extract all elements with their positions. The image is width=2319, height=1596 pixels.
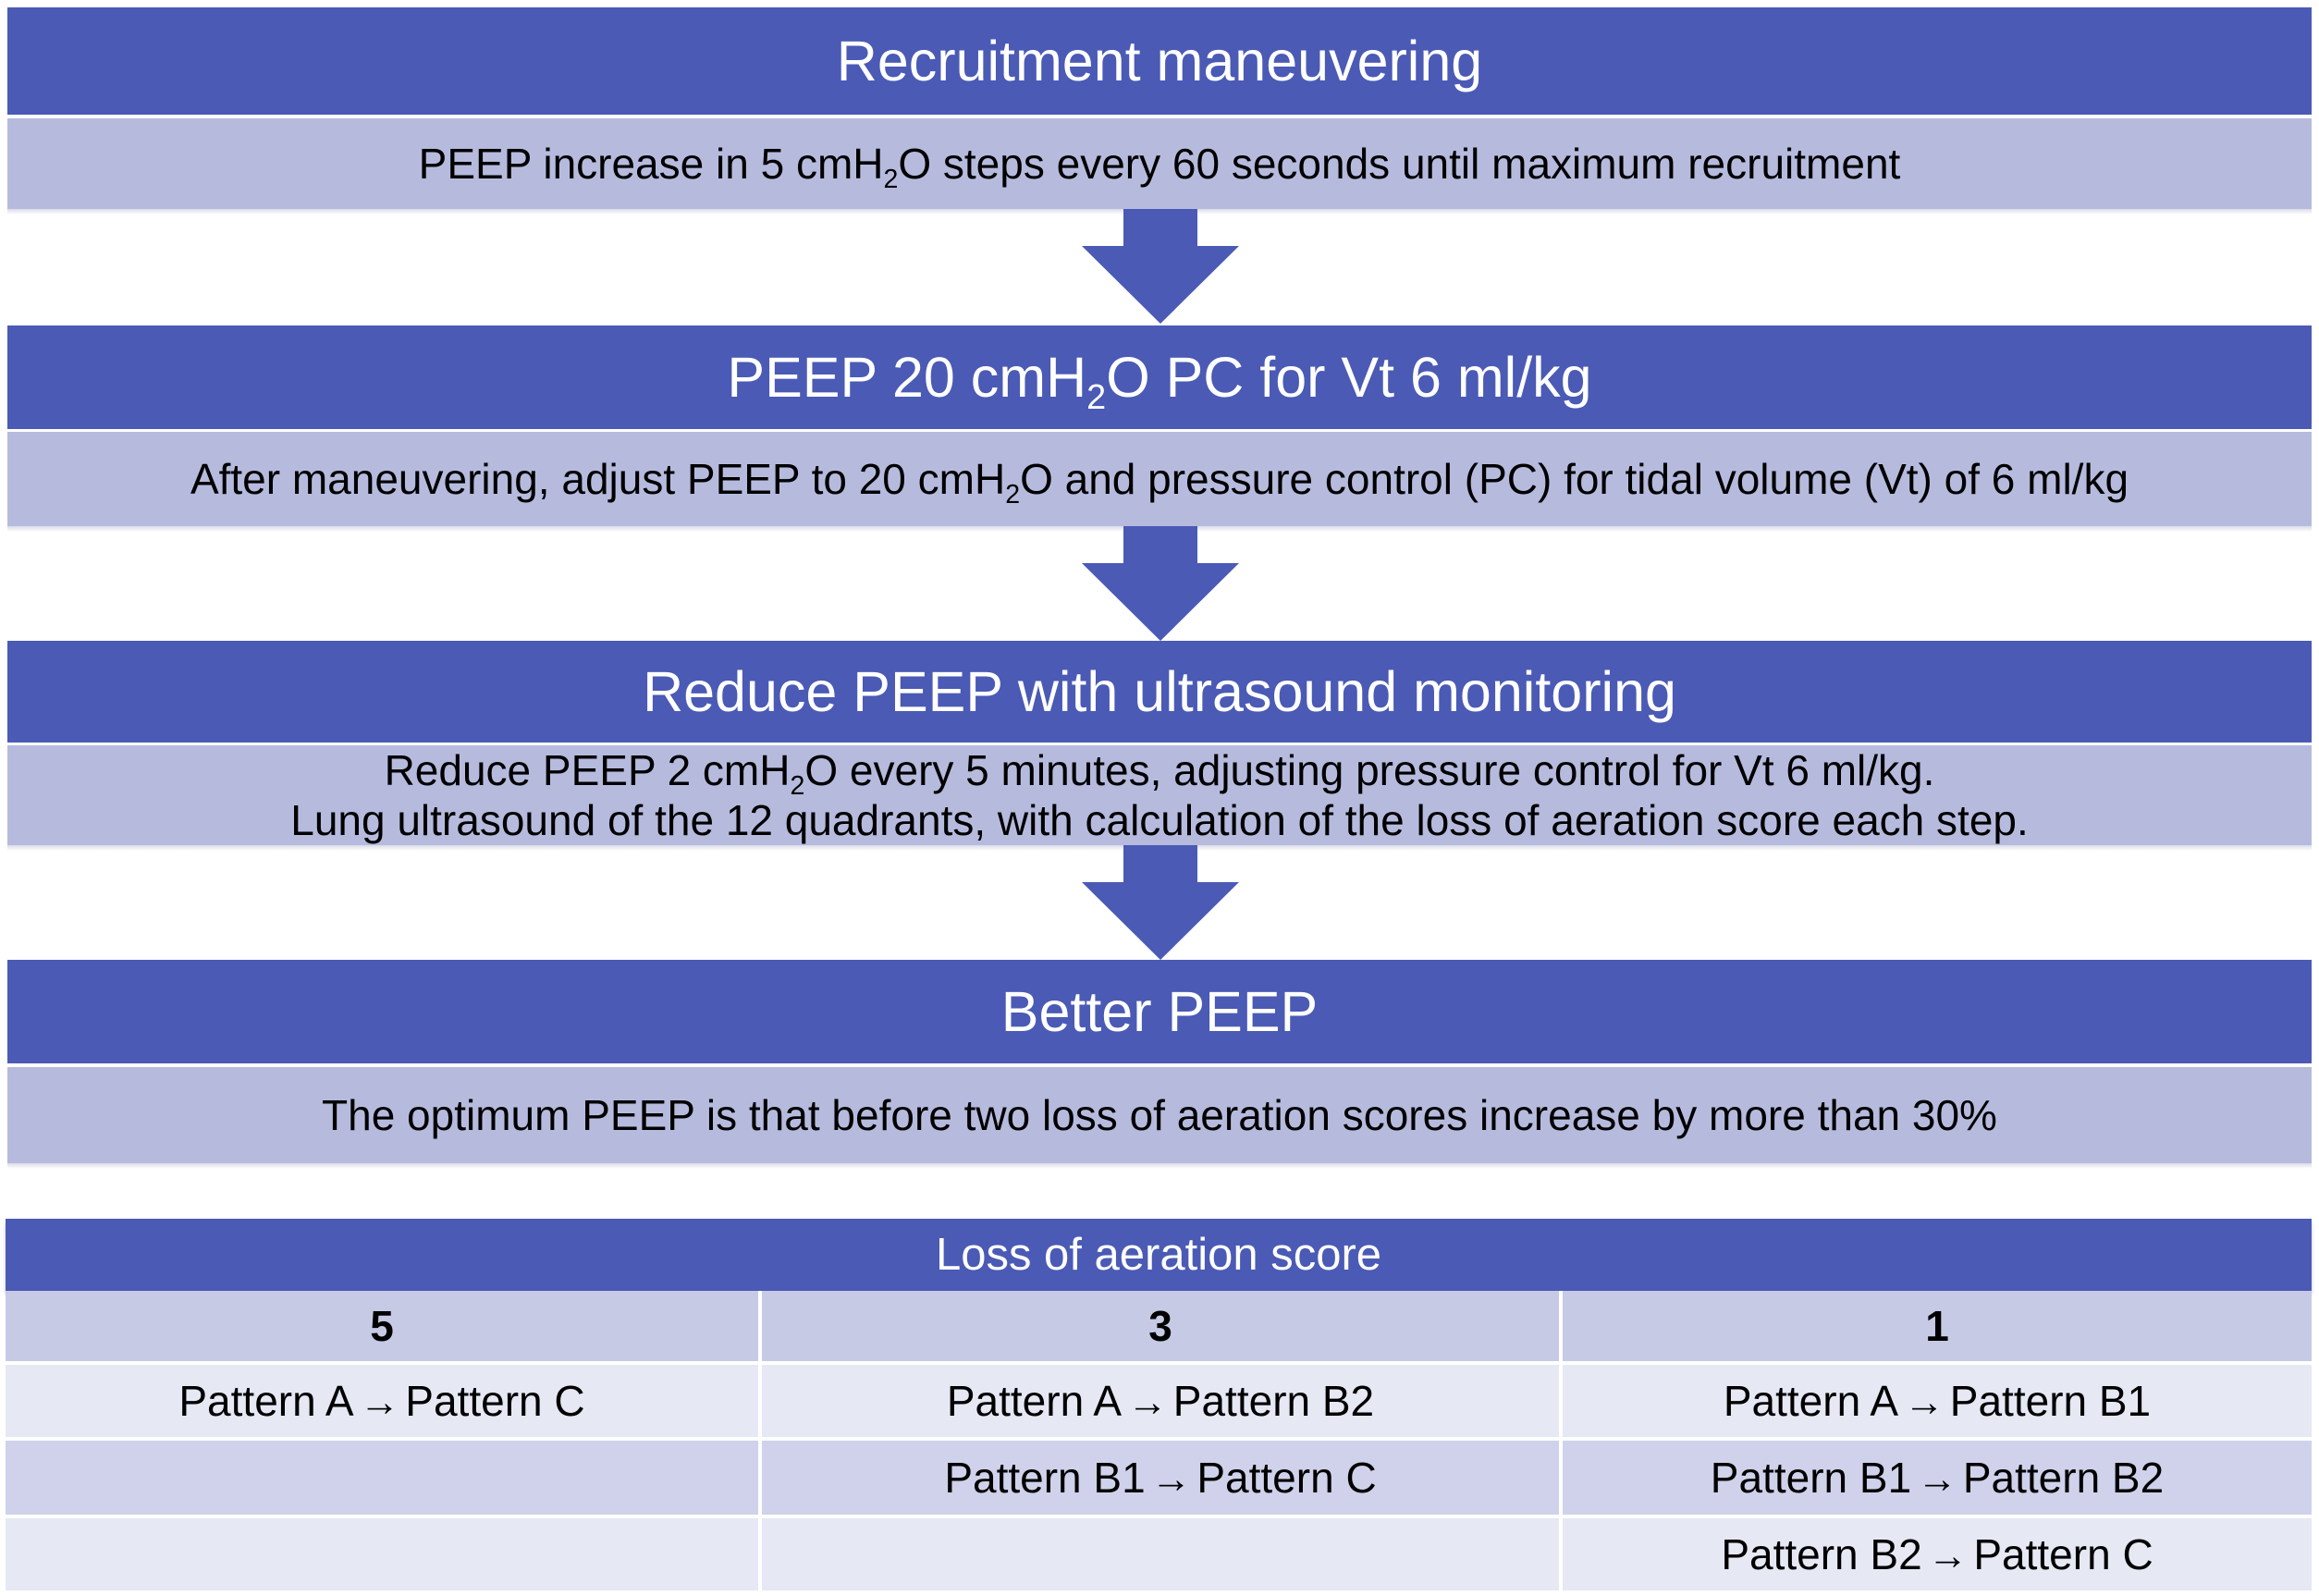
transition-to: Pattern B2 [1172, 1377, 1375, 1425]
down-arrow-icon [1082, 845, 1239, 960]
step-2-description: After maneuvering, adjust PEEP to 20 cmH… [7, 432, 2312, 526]
table-title: Loss of aeration score [6, 1219, 2312, 1291]
right-arrow-icon: → [1917, 1456, 1957, 1502]
transition-cell: Pattern B1→Pattern B2 [1561, 1439, 2312, 1518]
step-3-description: Reduce PEEP 2 cmH2O every 5 minutes, adj… [7, 745, 2312, 845]
right-arrow-icon: → [359, 1380, 400, 1425]
step-4-title-text: Better PEEP [1000, 979, 1319, 1043]
step-3-title-text: Reduce PEEP with ultrasound monitoring [643, 659, 1676, 723]
transition-from: Pattern A [1723, 1377, 1899, 1425]
empty-cell [6, 1439, 762, 1518]
transition-from: Pattern A [946, 1377, 1123, 1425]
transition-to: Pattern B2 [1962, 1454, 2165, 1502]
transition-cell: Pattern A→Pattern B1 [1561, 1363, 2312, 1441]
transition-from: Pattern B1 [944, 1454, 1146, 1502]
right-arrow-icon: → [1127, 1380, 1168, 1425]
transition-from: Pattern B2 [1721, 1530, 1922, 1578]
step-2-title: PEEP 20 cmH2O PC for Vt 6 ml/kg [7, 325, 2312, 429]
step-4-title: Better PEEP [7, 960, 2312, 1063]
transition-to: Pattern C [405, 1377, 585, 1425]
transition-from: Pattern B1 [1710, 1454, 1912, 1502]
score-cell: 3 [760, 1291, 1563, 1365]
step-4-description-line-1: The optimum PEEP is that before two loss… [322, 1090, 1997, 1139]
transition-cell: Pattern A→Pattern C [6, 1363, 762, 1441]
step-1-title: Recruitment maneuvering [7, 7, 2312, 115]
step-1-title-text: Recruitment maneuvering [836, 29, 1483, 92]
step-2-description-line-1: After maneuvering, adjust PEEP to 20 cmH… [190, 454, 2129, 509]
score-cell: 1 [1561, 1291, 2312, 1365]
transition-cell: Pattern B1→Pattern C [760, 1439, 1563, 1518]
table-row: Pattern B2→Pattern C [6, 1516, 2312, 1594]
step-3-description-line-1: Reduce PEEP 2 cmH2O every 5 minutes, adj… [384, 745, 1935, 801]
step-2-title-text: PEEP 20 cmH2O PC for Vt 6 ml/kg [727, 345, 1592, 417]
step-3-title: Reduce PEEP with ultrasound monitoring [7, 641, 2312, 743]
transition-cell: Pattern A→Pattern B2 [760, 1363, 1563, 1441]
loss-of-aeration-score-table: Loss of aeration score 5 3 1 Pattern A→P… [6, 1219, 2312, 1594]
transition-to: Pattern C [1196, 1454, 1377, 1502]
right-arrow-icon: → [1904, 1380, 1945, 1425]
score-value: 1 [1925, 1302, 1949, 1350]
empty-cell [760, 1516, 1563, 1594]
score-value: 5 [370, 1302, 394, 1350]
table-row: Pattern A→Pattern C Pattern A→Pattern B2… [6, 1363, 2312, 1441]
score-grid: 5 3 1 Pattern A→Pattern C Pattern A→Patt… [6, 1291, 2312, 1594]
empty-cell [6, 1516, 762, 1594]
step-1-description-line-1: PEEP increase in 5 cmH2O steps every 60 … [418, 139, 1901, 194]
transition-to: Pattern C [1973, 1530, 2153, 1578]
transition-cell: Pattern B2→Pattern C [1561, 1516, 2312, 1594]
step-3-description-line-2: Lung ultrasound of the 12 quadrants, wit… [290, 796, 2029, 844]
table-row: Pattern B1→Pattern C Pattern B1→Pattern … [6, 1439, 2312, 1518]
step-1-description: PEEP increase in 5 cmH2O steps every 60 … [7, 118, 2312, 209]
right-arrow-icon: → [1150, 1456, 1192, 1502]
right-arrow-icon: → [1927, 1533, 1969, 1578]
step-4-description: The optimum PEEP is that before two loss… [7, 1067, 2312, 1163]
down-arrow-icon [1082, 209, 1239, 324]
transition-from: Pattern A [178, 1377, 354, 1425]
score-header-row: 5 3 1 [6, 1291, 2312, 1365]
transition-to: Pattern B1 [1949, 1377, 2152, 1425]
score-value: 3 [1148, 1302, 1172, 1350]
table-title-text: Loss of aeration score [935, 1230, 1382, 1280]
down-arrow-icon [1082, 526, 1239, 641]
score-cell: 5 [6, 1291, 762, 1365]
